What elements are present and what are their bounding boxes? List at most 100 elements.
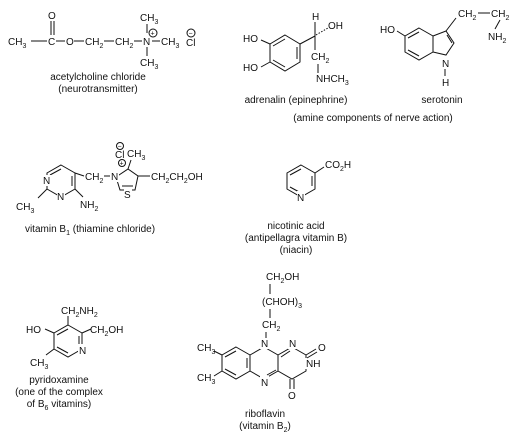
riboflavin-pyrazine-ring [249, 346, 279, 380]
bond [74, 188, 84, 198]
atom-ch3: CH3 [30, 358, 48, 371]
thiamine-structure: N N CH3 NH2 CH2 N + Cl − S CH3 CH2CH2OH [16, 142, 203, 215]
charge-plus: + [120, 161, 124, 168]
bond [81, 328, 92, 334]
indole-benzene-ring [404, 27, 434, 61]
atom-ch2: CH2 [458, 9, 476, 22]
bond-double [306, 351, 318, 359]
atom-nh2: NH2 [488, 32, 506, 45]
atom-ch3-right: CH3 [161, 37, 179, 50]
caption-pyridoxamine-note2: of B6 vitamins) [27, 399, 92, 412]
bond-aromatic [446, 34, 453, 44]
charge-minus: − [189, 31, 193, 38]
bond [260, 61, 271, 68]
atom-co2h: CO2H [325, 160, 351, 173]
atom-n10: N [261, 339, 268, 350]
atom-ch2ch2oh: CH2CH2OH [151, 172, 203, 185]
caption-riboflavin-note: (vitamin B2) [239, 421, 291, 434]
atom-pyrimidine-n1: N [43, 176, 50, 187]
atom-ch3-lower: CH3 [197, 373, 215, 386]
pyridine-ring [53, 324, 83, 358]
atom-ch3: CH3 [8, 37, 26, 50]
caption-acetylcholine-note: (neurotransmitter) [58, 84, 137, 95]
bond [396, 30, 406, 37]
caption-thiamine: vitamin B1 (thiamine chloride) [25, 224, 155, 237]
atom-ch2: CH2 [85, 37, 103, 50]
charge-minus-circle [116, 142, 124, 150]
atom-pyridine-n: N [297, 193, 304, 204]
benzene-ring [269, 34, 301, 72]
bond [314, 166, 325, 174]
bond-double [305, 348, 317, 356]
bond-hashed [315, 27, 329, 36]
atom-n1: N [289, 339, 296, 350]
n-mask [78, 344, 86, 355]
riboflavin-structure: CH2OH (CHOH)3 CH2 N N N NH O O CH3 [197, 272, 326, 402]
bond-aromatic [272, 38, 286, 47]
atom-pyridine-n: N [79, 346, 86, 357]
bond [45, 348, 55, 356]
bond [299, 35, 316, 45]
atom-oh: OH [328, 21, 343, 32]
n-mask [260, 338, 269, 349]
caption-nicotinic-note: (antipellagra vitamin B) [245, 233, 347, 244]
atom-chohn: (CHOH)3 [262, 297, 302, 310]
atom-ch3-upper: CH3 [197, 343, 215, 356]
atom-ch2: CH2 [311, 52, 329, 65]
charge-minus-circle [186, 28, 196, 38]
bond [260, 39, 271, 45]
atom-h: H [312, 12, 319, 23]
atom-ch2nh2: CH2NH2 [61, 306, 98, 319]
caption-serotonin: serotonin [421, 95, 462, 106]
charge-plus: + [151, 31, 155, 38]
s-mask [124, 188, 132, 199]
atom-indole-h: H [442, 78, 449, 89]
atom-o2: O [318, 343, 326, 354]
acetylcholine-structure: CH3 C O O CH2 CH2 N + CH3 CH3 CH3 Cl − [8, 11, 196, 71]
n-mask [110, 171, 119, 182]
atom-ch3-bottom: CH3 [140, 58, 158, 71]
bond [74, 172, 85, 177]
n-mask [288, 338, 297, 349]
bond-double [266, 369, 277, 376]
atom-carbonyl-o: O [48, 11, 56, 22]
bond [445, 17, 457, 32]
atom-ch2: CH2 [115, 37, 133, 50]
atom-nh: NH [306, 359, 320, 370]
atom-carbonyl-c: C [48, 37, 55, 48]
charge-plus-circle [118, 159, 126, 167]
bond-aromatic [407, 31, 420, 39]
atom-ch3-top: CH3 [140, 13, 158, 26]
atom-n5: N [261, 378, 268, 389]
riboflavin-pyrimidine-ring [277, 346, 307, 380]
atom-ch2oh: CH2OH [90, 325, 123, 338]
charge-plus-circle [148, 28, 158, 38]
atom-o4: O [288, 391, 296, 402]
caption-amine-group: (amine components of nerve action) [293, 113, 453, 124]
atom-chloride: Cl [115, 150, 124, 161]
n-mask [57, 191, 65, 202]
bond-aromatic [56, 346, 69, 354]
n-mask [297, 191, 305, 202]
bond-aromatic [224, 368, 237, 376]
pyridoxamine-structure: N CH2NH2 HO CH2OH CH3 [26, 306, 123, 371]
indole-pyrrole-ring [432, 30, 455, 56]
atom-nhch3: NHCH3 [316, 74, 349, 87]
caption-pyridoxamine: pyridoxamine [29, 375, 89, 386]
atom-ho: HO [26, 325, 41, 336]
atom-ho: HO [380, 25, 395, 36]
charge-minus: − [118, 144, 122, 151]
n-mask [260, 376, 269, 387]
atom-thiazolium-s: S [124, 190, 131, 201]
bond-aromatic [289, 168, 302, 176]
bond-aromatic [407, 49, 420, 57]
atom-nh2: NH2 [80, 200, 98, 213]
bond [494, 19, 501, 30]
bond [44, 328, 55, 334]
atom-indole-n: N [442, 59, 449, 70]
atom-ch2: CH2 [491, 9, 509, 22]
caption-nicotinic-note2: (niacin) [280, 245, 313, 256]
caption-adrenalin: adrenalin (epinephrine) [245, 95, 348, 106]
